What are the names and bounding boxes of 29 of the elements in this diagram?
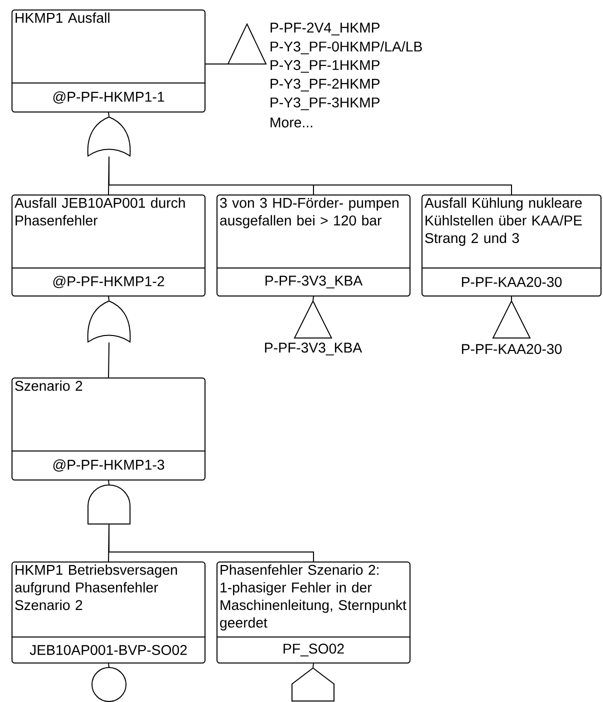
event-box: Ausfall JEB10AP001 durch Phasenfehler @P-PF-HKMP1-2 xyxy=(12,194,206,296)
reference-label: P-Y3_PF-0HKMP/LA/LB xyxy=(270,41,422,54)
connector-line xyxy=(108,112,110,117)
or-gate xyxy=(87,116,131,156)
connector-line xyxy=(511,296,512,301)
connector-line xyxy=(108,480,110,485)
reference-label: More... xyxy=(270,118,312,128)
basic-event-circle xyxy=(92,667,126,702)
and-gate xyxy=(88,484,130,524)
event-box: Phasenfehler Szenario 2: 1-phasiger Fehler in der Maschinenleitung, Sternpunkt geerdet PF_SO02 xyxy=(216,562,410,664)
reference-label: P-PF-3V3_KBA xyxy=(265,342,362,356)
or-gate xyxy=(87,300,131,342)
event-box: Szenario 2 @P-PF-HKMP1-3 xyxy=(12,378,206,480)
connector-line xyxy=(108,524,314,562)
event-box: HKMP1 Ausfall @P-PF-HKMP1-1 xyxy=(12,10,206,112)
connector-line xyxy=(108,663,110,668)
connector-line xyxy=(108,156,512,195)
reference-label: P-PF-KAA20-30 xyxy=(462,344,562,354)
event-box: HKMP1 Betriebsversagen aufgrund Phasenfehler Szenario 2 JEB10AP001-BVP-SO02 xyxy=(12,562,206,664)
connector-line xyxy=(312,296,314,301)
event-box: 3 von 3 HD-Förder- pumpen ausgefallen bei > 120 bar P-PF-3V3_KBA xyxy=(216,194,410,296)
reference-label: P-Y3_PF-1HKMP xyxy=(270,60,380,73)
reference-label: P-PF-2V4_HKMP xyxy=(270,22,380,36)
event-box: Ausfall Kühlung nukleare Kühlstellen über KAA/PE Strang 2 und 3 P-PF-KAA20-30 xyxy=(422,194,602,296)
connector-line xyxy=(108,342,110,378)
reference-label: P-Y3_PF-3HKMP xyxy=(270,97,380,110)
connector-line xyxy=(108,296,110,301)
connector-line xyxy=(312,663,314,668)
reference-label: P-Y3_PF-2HKMP xyxy=(270,78,380,92)
